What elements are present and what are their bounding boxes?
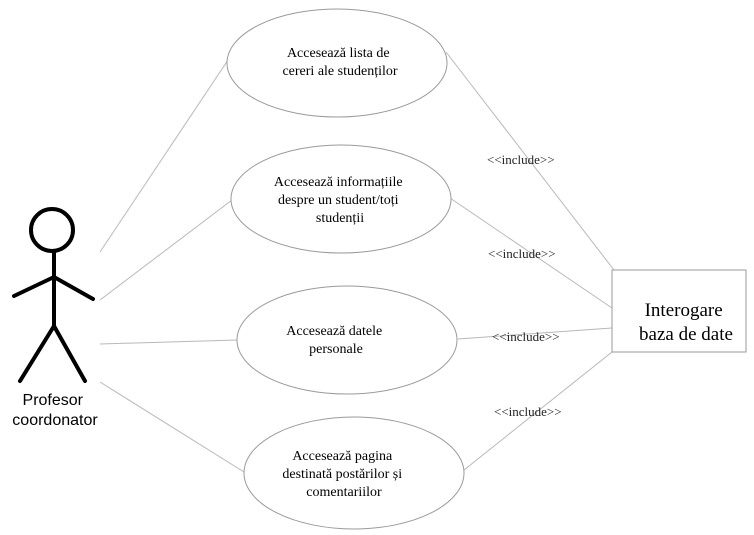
actor-arms-icon-right [52, 275, 95, 301]
include-label-1: <<include>> [487, 152, 555, 167]
association-line-1 [99, 59, 229, 253]
use-case-2-line-3: studenții [316, 211, 364, 226]
use-case-4-line-1: Accesează pagina [292, 449, 393, 464]
association-line-2 [99, 199, 233, 301]
svg-text:Accesează lista de cerer: Accesează lista de cereri ale studențilo… [282, 46, 397, 79]
use-case-2-line-2: despre un student/toți [278, 193, 399, 208]
include-label-2: <<include>> [488, 246, 556, 261]
use-case-3[interactable]: Accesează datele personale [236, 285, 458, 395]
include-line-4 [463, 351, 613, 471]
database-rect[interactable] [611, 269, 747, 353]
association-line-4 [99, 381, 245, 473]
svg-text:Profesor coordonator: Profesor coordonator [12, 392, 98, 429]
include-relations [445, 51, 615, 471]
use-case-2-ellipse[interactable] [230, 144, 452, 254]
use-case-2-line-1: Accesează informațiile [274, 175, 403, 190]
include-line-3 [457, 327, 613, 340]
svg-text:Accesează datele persona: Accesează datele personale [286, 324, 385, 357]
use-case-1-ellipse[interactable] [226, 8, 448, 118]
actor-arms-icon-left [12, 275, 56, 298]
use-case-4-line-2: destinată postărilor și [282, 467, 402, 482]
use-case-4[interactable]: Accesează pagina destinată postărilor și… [243, 416, 465, 530]
actor-head-icon [29, 207, 75, 253]
database-line-1: Interogare [645, 300, 723, 321]
actor[interactable]: Profesor coordonator [12, 207, 98, 429]
svg-text:Accesează informațiile d: Accesează informațiile despre un student… [274, 175, 406, 226]
database-line-2: baza de date [639, 324, 733, 345]
association-line-3 [99, 339, 238, 345]
include-label-3: <<include>> [492, 329, 560, 344]
use-case-4-line-3: comentariilor [306, 485, 382, 500]
include-line-2 [449, 197, 613, 309]
use-case-1[interactable]: Accesează lista de cereri ale studențilo… [226, 8, 448, 118]
actor-leg-icon-right [52, 324, 87, 383]
use-case-3-line-2: personale [309, 342, 363, 357]
use-case-1-line-2: cereri ale studenților [282, 64, 397, 79]
include-line-1 [445, 51, 615, 271]
use-case-1-line-1: Accesează lista de [287, 46, 390, 61]
use-case-3-ellipse[interactable] [236, 285, 458, 395]
use-case-3-line-1: Accesează datele [286, 324, 382, 339]
actor-associations [99, 59, 245, 473]
actor-leg-icon-left [18, 324, 56, 383]
actor-label-line-2: coordonator [12, 412, 98, 429]
use-case-4-ellipse[interactable] [243, 416, 465, 530]
svg-text:Interogare baza de date: Interogare baza de date [639, 300, 733, 345]
svg-text:Accesează pagina destina: Accesează pagina destinată postărilor și… [282, 449, 405, 500]
use-case-2[interactable]: Accesează informațiile despre un student… [230, 144, 452, 254]
include-label-4: <<include>> [494, 404, 562, 419]
database-box[interactable]: Interogare baza de date [611, 269, 747, 353]
actor-label-line-1: Profesor [23, 392, 84, 409]
